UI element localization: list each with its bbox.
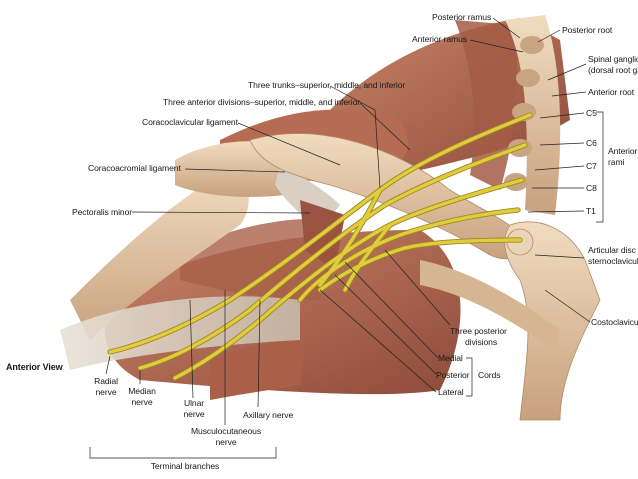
label-coracoacromial-ligament: Coracoacromial ligament: [88, 163, 181, 173]
label-t1: T1: [586, 206, 596, 216]
label-articular-disc-2: sternoclavicular joint: [588, 256, 638, 266]
label-posterior-ramus: Posterior ramus: [432, 12, 492, 22]
label-c7: C7: [586, 161, 597, 171]
label-anterior-rami: Anterior: [608, 146, 638, 156]
label-spinal-ganglion: Spinal ganglion: [588, 54, 638, 64]
label-pectoralis-minor: Pectoralis minor: [72, 207, 133, 217]
label-anterior-ramus: Anterior ramus: [412, 34, 467, 44]
brachial-plexus-nerves: [107, 112, 533, 381]
label-radial-nerve-2: nerve: [95, 387, 117, 397]
label-c6: C6: [586, 138, 597, 148]
label-spinal-ganglion-2: (dorsal root ganglion): [588, 65, 638, 75]
leader-lines: [89, 17, 604, 459]
label-musculocutaneous-nerve-2: nerve: [215, 437, 237, 447]
label-anterior-root: Anterior root: [588, 87, 634, 97]
sternum-rib: [420, 221, 601, 421]
label-costoclavicular-ligament: Costoclavicular ligament: [591, 317, 638, 327]
label-radial-nerve: Radial: [94, 376, 118, 386]
label-ulnar-nerve: Ulnar: [183, 398, 205, 408]
label-axillary-nerve: Axillary nerve: [243, 410, 294, 420]
label-three-trunks: Three trunks–superior, middle, and infer…: [248, 80, 406, 90]
label-c5: C5: [586, 108, 597, 118]
label-posterior-root: Posterior root: [562, 25, 613, 35]
label-anterior-view: Anterior View: [6, 362, 63, 372]
label-ulnar-nerve-2: nerve: [183, 409, 205, 419]
arm-muscle: [210, 343, 305, 400]
label-medial: Medial: [438, 353, 463, 363]
label-median-nerve: Median: [128, 386, 156, 396]
label-median-nerve-2: nerve: [131, 397, 153, 407]
label-posterior: Posterior: [436, 370, 470, 380]
label-c8: C8: [586, 183, 597, 193]
label-coracoclavicular-ligament: Coracoclavicular ligament: [142, 117, 238, 127]
label-cords: Cords: [478, 370, 501, 380]
label-terminal-branches: Terminal branches: [150, 461, 220, 471]
label-anterior-rami-2: rami: [608, 157, 625, 167]
label-lateral: Lateral: [438, 387, 464, 397]
label-three-posterior-divisions-2: divisions: [464, 337, 498, 347]
label-musculocutaneous-nerve: Musculocutaneous: [190, 426, 262, 436]
label-articular-disc: Articular disc of: [588, 245, 638, 255]
label-three-posterior-divisions: Three posterior: [450, 326, 507, 336]
label-three-anterior-divisions: Three anterior divisions–superior, middl…: [163, 97, 361, 107]
